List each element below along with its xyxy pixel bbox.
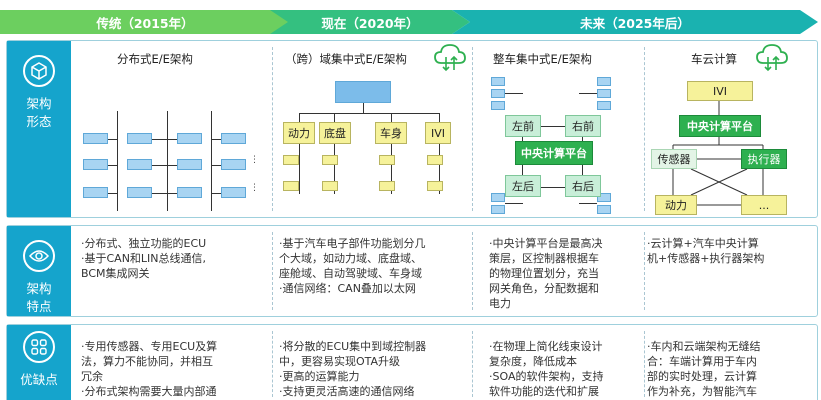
column-divider: [644, 232, 645, 310]
feature-cell-distributed: ·分布式、独立功能的ECU·基于CAN和LIN总线通信, BCM集成网关: [81, 237, 207, 280]
row-pros-cons: 优缺点 ·专用传感器、专用ECU及算 法，算力不能协同，并相互 冗余·分布式架构…: [6, 324, 818, 400]
sensor-box: 传感器: [651, 149, 697, 169]
cloud-icon: [755, 43, 789, 76]
row-label-pros-cons: 优缺点: [20, 372, 58, 387]
pros-cell-central: ·在物理上简化线束设计 复杂度，降低成本·SOA的软件架构，支持 软件功能的迭代…: [489, 340, 604, 398]
pros-cell-distributed: ·专用传感器、专用ECU及算 法，算力不能协同，并相互 冗余·分布式架构需要大量…: [81, 340, 218, 398]
row-label-architecture: 架构 形态: [26, 96, 52, 129]
diagram-title-cloud: 车云计算: [691, 52, 737, 66]
diagram-title-domain: （跨）域集中式E/E架构: [285, 52, 407, 66]
column-divider: [272, 331, 273, 397]
diagram-title-distributed: 分布式E/E架构: [117, 52, 193, 66]
timeline-stage-traditional: 传统（2015年）: [0, 10, 290, 34]
timeline-stage-current: 现在（2020年）: [270, 10, 470, 34]
pros-cell-domain: ·将分散的ECU集中到域控制器 中，更容易实现OTA升级·更高的运算能力·支持更…: [279, 340, 427, 398]
cloud-icon: [433, 43, 467, 76]
column-divider: [472, 232, 473, 310]
domain-box: 车身: [375, 122, 407, 144]
column-divider: [644, 331, 645, 397]
row-features: 架构 特点 ·分布式、独立功能的ECU·基于CAN和LIN总线通信, BCM集成…: [6, 225, 818, 317]
central-compute-platform: 中央计算平台: [679, 115, 761, 137]
cube-icon: [23, 55, 55, 87]
eye-icon: [23, 240, 55, 272]
diagram-title-central: 整车集中式E/E架构: [493, 52, 592, 66]
column-divider: [472, 47, 473, 211]
column-divider: [272, 47, 273, 211]
zone-controller: 右前: [565, 115, 601, 137]
row-sidebar-architecture: 架构 形态: [7, 41, 71, 217]
row-label-features: 架构 特点: [26, 281, 52, 314]
column-divider: [272, 232, 273, 310]
domain-box: 底盘: [319, 122, 351, 144]
timeline-stage-future: 未来（2025年后）: [452, 10, 818, 34]
domain-box: 动力: [283, 122, 315, 144]
column-divider: [472, 331, 473, 397]
zone-controller: 右后: [565, 175, 601, 197]
power-box: 动力: [655, 195, 697, 215]
more-box: ...: [741, 195, 787, 215]
zone-controller: 左前: [505, 115, 541, 137]
domain-box: IVI: [425, 122, 451, 144]
central-compute-platform: 中央计算平台: [515, 141, 593, 165]
column-divider: [644, 47, 645, 211]
feature-cell-central: ·中央计算平台是最高决 策层，区控制器根据车 的物理位置划分，充当 网关角色，分…: [489, 237, 603, 310]
feature-cell-domain: ·基于汽车电子部件功能划分几 个大域，如动力域、底盘域、 座舱域、自动驾驶域、车…: [279, 237, 426, 295]
actuator-box: 执行器: [741, 149, 787, 169]
row-sidebar-pros-cons: 优缺点: [7, 325, 71, 400]
feature-cell-cloud: ·云计算+汽车中央计算 机+传感器+执行器架构: [647, 237, 765, 265]
row-sidebar-features: 架构 特点: [7, 226, 71, 316]
zone-controller: 左后: [505, 175, 541, 197]
grid-icon: [23, 331, 55, 363]
ivi-box: IVI: [687, 81, 753, 101]
cloud-diagram-links: [672, 101, 764, 206]
row-architecture: 架构 形态 分布式E/E架构 ⋮ ⋮ （跨）域集中式: [6, 40, 818, 218]
pros-cell-cloud: ·车内和云端架构无缝结 合：车端计算用于车内 部的实时处理，云计算 作为补充，为…: [647, 340, 761, 398]
